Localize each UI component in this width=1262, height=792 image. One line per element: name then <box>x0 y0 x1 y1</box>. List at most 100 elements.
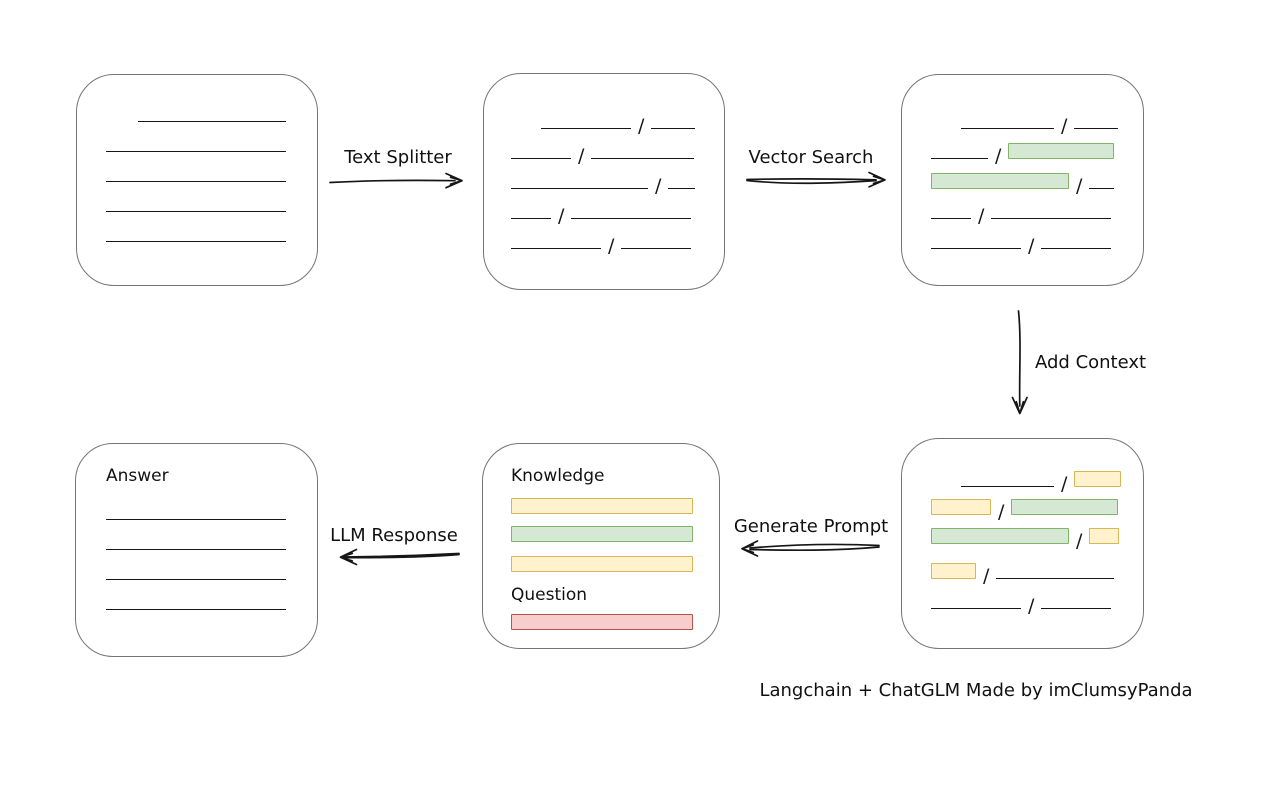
text-line <box>668 188 696 189</box>
chunk-row: / <box>931 591 1112 616</box>
chunk-row: / <box>511 201 692 226</box>
chunk-separator: / <box>1061 473 1068 495</box>
chunk-row <box>106 532 286 550</box>
chunk-row: / <box>511 141 695 166</box>
box-answer: Answer <box>75 443 318 657</box>
generate-prompt-arrow <box>741 540 880 557</box>
question-label: Question <box>511 585 588 605</box>
text-line <box>106 211 286 212</box>
chunk-separator: / <box>1076 530 1083 552</box>
answer-label: Answer <box>106 466 169 486</box>
chunk-row <box>106 502 286 520</box>
vector-search-arrow <box>746 171 886 188</box>
chunk-separator: / <box>983 565 990 587</box>
text-line <box>106 579 286 580</box>
text-line <box>1074 128 1119 129</box>
chunk-row: / <box>961 469 1122 494</box>
text-line <box>996 578 1115 579</box>
chunk-row <box>106 562 286 580</box>
chunk-row: / <box>931 497 1119 522</box>
text-line <box>138 121 286 122</box>
chunk-separator: / <box>995 145 1002 167</box>
highlight-chip-yellow <box>931 563 976 579</box>
highlight-chip-green <box>931 528 1069 544</box>
box-source-document <box>76 74 318 286</box>
chunk-row <box>138 104 286 122</box>
text-line <box>991 218 1112 219</box>
add-context-label: Add Context <box>1035 352 1147 373</box>
chunk-row <box>106 164 286 182</box>
chunk-separator: / <box>1028 235 1035 257</box>
text-line <box>511 158 571 159</box>
chunk-row: / <box>511 231 692 256</box>
chunk-row: / <box>931 141 1115 166</box>
text-line <box>1089 188 1115 189</box>
highlight-chip-green <box>1011 499 1119 515</box>
text-splitter-arrow <box>329 172 463 189</box>
chunk-separator: / <box>558 205 565 227</box>
text-line <box>1041 248 1112 249</box>
chunk-separator: / <box>578 145 585 167</box>
chunk-row: / <box>931 171 1115 196</box>
chunk-separator: / <box>655 175 662 197</box>
text-line <box>106 609 286 610</box>
text-line <box>591 158 695 159</box>
chunk-row: / <box>931 201 1112 226</box>
highlight-chip-green <box>1008 143 1115 159</box>
chunk-row: / <box>541 111 696 136</box>
diagram-caption: Langchain + ChatGLM Made by imClumsyPand… <box>759 680 1193 701</box>
text-line <box>961 486 1054 487</box>
highlight-chip-yellow <box>511 498 693 514</box>
highlight-chip-yellow <box>931 499 991 515</box>
text-line <box>571 218 692 219</box>
highlight-chip-green <box>931 173 1069 189</box>
text-splitter-label: Text Splitter <box>344 147 452 168</box>
text-line <box>621 248 692 249</box>
chunk-separator: / <box>1076 175 1083 197</box>
chunk-row: / <box>511 171 696 196</box>
chunk-separator: / <box>638 115 645 137</box>
box-prompt: Knowledge Question <box>482 443 720 649</box>
chunk-separator: / <box>608 235 615 257</box>
text-line <box>931 158 988 159</box>
text-line <box>106 549 286 550</box>
chunk-row <box>511 612 693 630</box>
chunk-separator: / <box>1061 115 1068 137</box>
text-line <box>931 608 1021 609</box>
text-line <box>651 128 696 129</box>
llm-response-arrow <box>339 548 460 566</box>
chunk-row <box>511 554 693 572</box>
add-context-arrow <box>1011 310 1028 415</box>
text-line <box>541 128 631 129</box>
chunk-row <box>106 194 286 212</box>
chunk-separator: / <box>998 501 1005 523</box>
box-context-chunks: / / / / / <box>901 438 1144 649</box>
knowledge-label: Knowledge <box>511 466 605 486</box>
text-line <box>106 151 286 152</box>
chunk-row <box>511 524 693 542</box>
highlight-chip-yellow <box>511 556 693 572</box>
text-line <box>106 519 286 520</box>
text-line <box>1041 608 1112 609</box>
chunk-row <box>106 224 286 242</box>
text-line <box>931 248 1021 249</box>
chunk-row: / <box>931 231 1112 256</box>
chunk-row: / <box>931 526 1120 551</box>
box-text-chunks: / / / / / <box>483 73 725 290</box>
text-line <box>931 218 971 219</box>
vector-search-label: Vector Search <box>748 147 874 168</box>
chunk-row: / <box>961 111 1119 136</box>
highlight-chip-red <box>511 614 693 630</box>
chunk-row <box>511 496 693 514</box>
chunk-separator: / <box>1028 595 1035 617</box>
highlight-chip-yellow <box>1089 528 1120 544</box>
text-line <box>106 181 286 182</box>
text-line <box>511 248 601 249</box>
chunk-separator: / <box>978 205 985 227</box>
text-line <box>961 128 1054 129</box>
highlight-chip-green <box>511 526 693 542</box>
text-line <box>511 188 648 189</box>
chunk-row <box>106 134 286 152</box>
llm-response-label: LLM Response <box>330 525 458 546</box>
highlight-chip-yellow <box>1074 471 1122 487</box>
